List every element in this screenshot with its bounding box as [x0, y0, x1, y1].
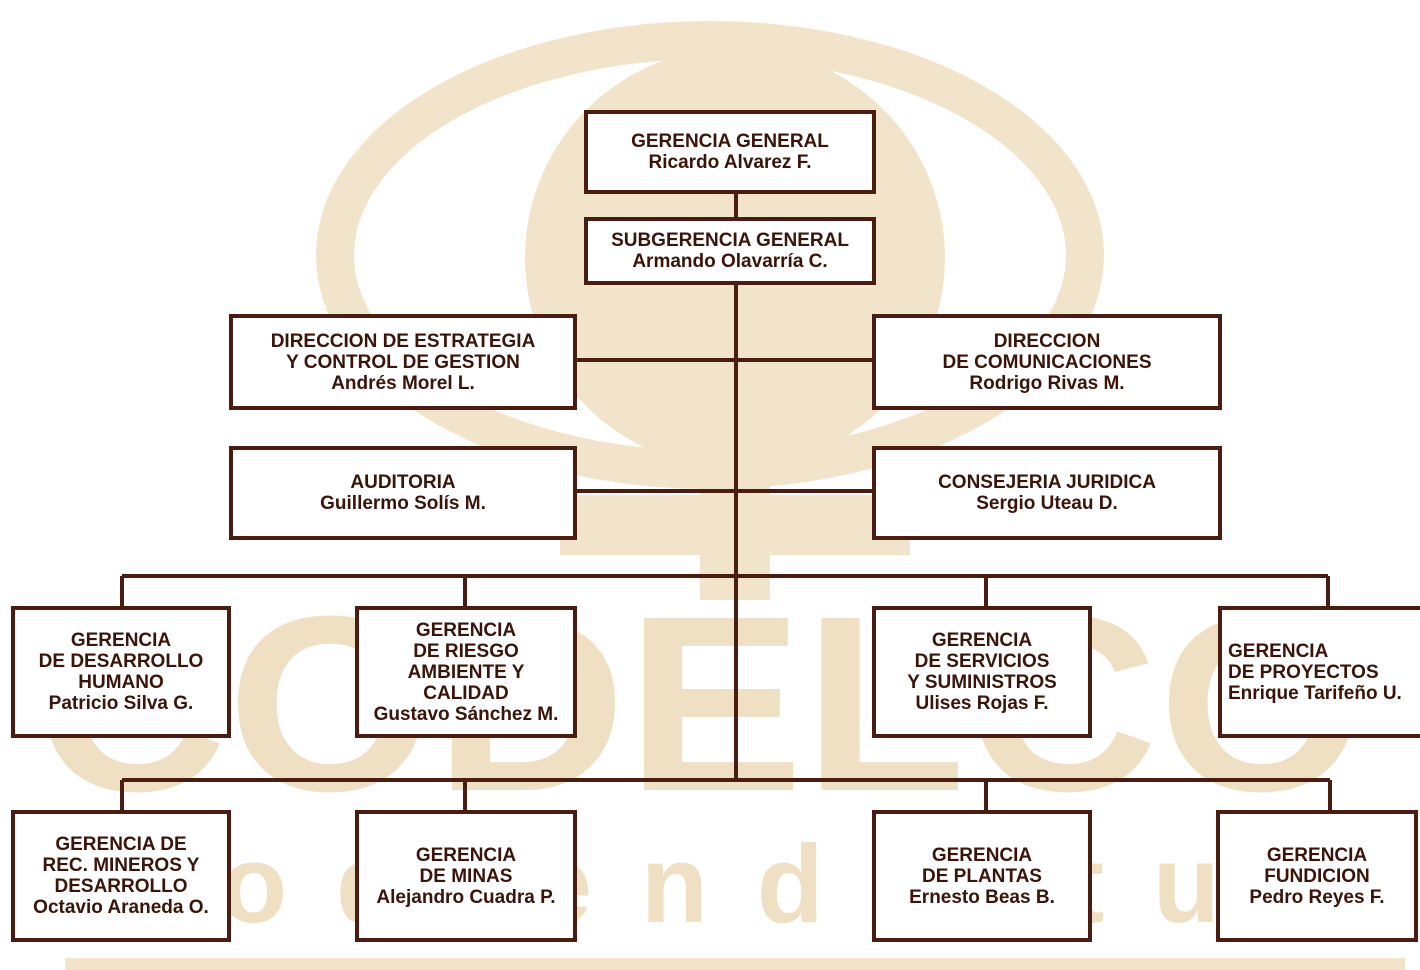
box-gerencia-desarrollo-humano-line-4: Patricio Silva G. — [48, 693, 194, 714]
box-gerencia-rec-mineros-line-1: GERENCIA DE — [55, 834, 187, 855]
box-direccion-estrategia-line-3: Andrés Morel L. — [331, 372, 475, 394]
box-gerencia-plantas-line-3: Ernesto Beas B. — [909, 886, 1055, 908]
box-gerencia-riesgo-line-4: CALIDAD — [423, 682, 509, 704]
box-gerencia-proyectos-line-2: DE PROYECTOS — [1228, 661, 1379, 683]
box-subgerencia-general-line-2: Armando Olavarría C. — [632, 251, 828, 272]
box-gerencia-proyectos-line-1: GERENCIA — [1228, 640, 1329, 662]
box-gerencia-fundicion-line-1: GERENCIA — [1266, 844, 1368, 866]
box-gerencia-plantas-line-2: DE PLANTAS — [922, 865, 1042, 887]
box-gerencia-riesgo-line-5: Gustavo Sánchez M. — [373, 703, 559, 725]
box-gerencia-minas-line-3: Alejandro Cuadra P. — [376, 886, 556, 908]
watermark-word: CODELCO — [35, 564, 1365, 843]
box-direccion-comunicaciones-line-3: Rodrigo Rivas M. — [969, 372, 1125, 394]
box-gerencia-proyectos-line-3: Enrique Tarifeño U. — [1228, 682, 1402, 704]
box-gerencia-general-line-2: Ricardo Alvarez F. — [648, 152, 812, 173]
box-gerencia-desarrollo-humano-line-2: DE DESARROLLO — [38, 651, 204, 672]
watermark-underline — [65, 958, 1405, 970]
box-direccion-comunicaciones-line-1: DIRECCION — [993, 330, 1101, 352]
box-gerencia-desarrollo-humano-line-1: GERENCIA — [70, 630, 172, 651]
box-gerencia-riesgo-line-1: GERENCIA — [415, 619, 517, 641]
box-gerencia-fundicion-line-2: FUNDICION — [1264, 865, 1370, 887]
box-consejeria-juridica-line-1: CONSEJERIA JURIDICA — [938, 472, 1156, 493]
box-gerencia-minas-line-2: DE MINAS — [419, 865, 513, 887]
box-gerencia-rec-mineros-line-4: Octavio Araneda O. — [33, 897, 209, 918]
box-direccion-estrategia-line-2: Y CONTROL DE GESTION — [286, 351, 520, 373]
box-consejeria-juridica-line-2: Sergio Uteau D. — [976, 493, 1118, 514]
box-gerencia-plantas-line-1: GERENCIA — [931, 844, 1033, 866]
box-auditoria-line-1: AUDITORIA — [350, 472, 456, 493]
box-gerencia-servicios-line-3: Y SUMINISTROS — [907, 672, 1057, 693]
box-gerencia-general-line-1: GERENCIA GENERAL — [631, 131, 829, 152]
box-gerencia-desarrollo-humano-line-3: HUMANO — [78, 672, 164, 693]
box-auditoria-line-2: Guillermo Solís M. — [320, 493, 486, 514]
box-gerencia-rec-mineros-line-3: DESARROLLO — [54, 876, 188, 897]
box-gerencia-minas-line-1: GERENCIA — [415, 844, 517, 866]
box-gerencia-servicios-line-1: GERENCIA — [931, 630, 1033, 651]
box-gerencia-rec-mineros-line-2: REC. MINEROS Y — [42, 855, 200, 876]
box-gerencia-riesgo-line-3: AMBIENTE Y — [407, 661, 525, 683]
box-subgerencia-general-line-1: SUBGERENCIA GENERAL — [611, 230, 849, 251]
box-gerencia-riesgo-line-2: DE RIESGO — [413, 640, 519, 662]
box-gerencia-servicios-line-4: Ulises Rojas F. — [915, 693, 1049, 714]
box-direccion-estrategia-line-1: DIRECCION DE ESTRATEGIA — [270, 330, 536, 352]
box-direccion-comunicaciones-line-2: DE COMUNICACIONES — [942, 351, 1152, 373]
box-gerencia-servicios-line-2: DE SERVICIOS — [914, 651, 1050, 672]
box-gerencia-fundicion-line-3: Pedro Reyes F. — [1249, 886, 1385, 908]
